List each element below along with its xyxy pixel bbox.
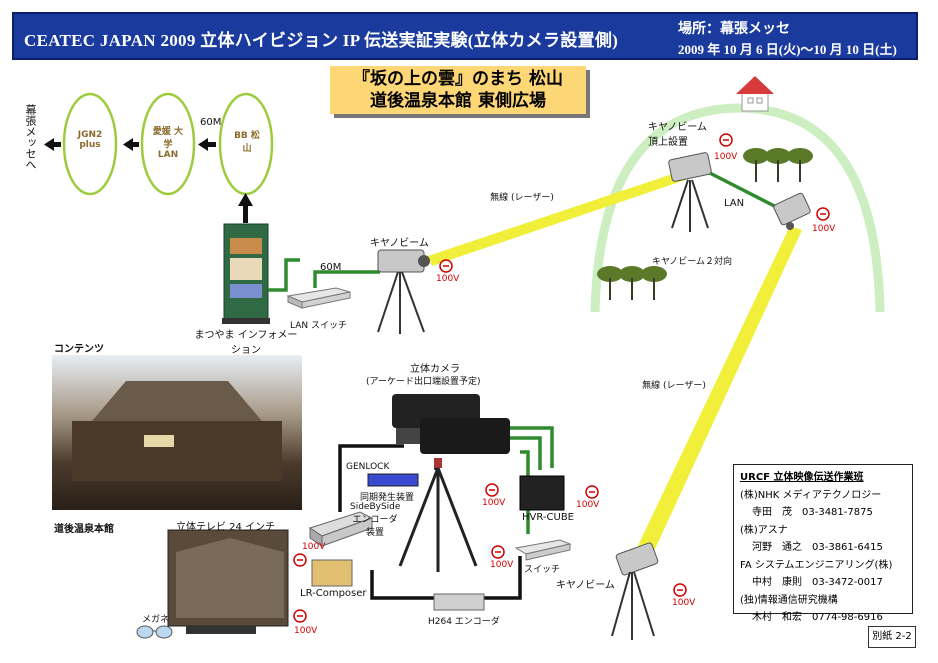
header-banner: CEATEC JAPAN 2009 立体ハイビジョン IP 伝送実証実験(立体カ… <box>12 12 918 60</box>
ehime-oval <box>140 92 196 196</box>
contacts-title: URCF 立体映像伝送作業班 <box>740 472 864 483</box>
venue-box: 『坂の上の雲』のまち 松山 道後温泉本館 東側広場 <box>330 66 586 114</box>
v100-g: 100V <box>302 542 326 552</box>
switch-label: スイッチ <box>524 565 561 575</box>
laser-beam-right <box>634 226 802 560</box>
contact-row: (株)NHK メディアテクノロジー <box>740 489 882 501</box>
location-text: 場所：幕張メッセ <box>678 22 790 37</box>
bb-label: BB 松山 <box>234 131 260 154</box>
page-title: CEATEC JAPAN 2009 立体ハイビジョン IP 伝送実証実験(立体カ… <box>24 31 619 50</box>
arrow-left-2 <box>198 138 216 151</box>
laser-beam-top <box>428 166 700 266</box>
contacts-box: URCF 立体映像伝送作業班 (株)NHK メディアテクノロジー 寺田 茂 03… <box>733 464 913 623</box>
link-60m-top: 60M <box>200 117 222 128</box>
canobeam-bottom-label: キヤノビーム <box>556 580 615 591</box>
lr-composer-device <box>311 559 353 587</box>
v100-f: 100V <box>490 560 514 570</box>
genlock-device <box>367 473 419 487</box>
house-icon <box>736 76 774 112</box>
glasses-label: メガネ <box>142 615 170 625</box>
wireless-laser-right: 無線 (レーザー) <box>642 381 706 391</box>
stereo-camera <box>392 394 510 572</box>
contact-row: 寺田 茂 03-3481-7875 <box>752 507 873 518</box>
contact-row: 木村 和宏 0774-98-6916 <box>752 612 883 623</box>
h264-encoder-device <box>433 593 485 611</box>
date-range: 2009 年 10 月 6 日(火)～10 月 10 日(土) <box>678 42 897 57</box>
contact-row: FA システムエンジニアリング(株) <box>740 559 893 571</box>
sync-gen-label: 同期発生装置 <box>360 493 415 503</box>
link-60m-mid: 60M <box>320 262 342 273</box>
canobeam-mid-label: キヤノビーム <box>370 238 429 249</box>
tv3d-label: 立体テレビ 24 インチ <box>176 522 276 533</box>
jgn2-label: JGN2 plus <box>77 130 103 150</box>
canobeam-right <box>773 192 811 230</box>
v100-i: 100V <box>672 598 696 608</box>
v100-d: 100V <box>576 500 600 510</box>
arrow-left-3 <box>44 138 61 151</box>
contact-row: (独)情報通信研究機構 <box>740 594 838 606</box>
canobeam-mid <box>377 249 430 334</box>
contents-label: コンテンツ <box>54 344 104 355</box>
hill-outline <box>590 103 885 313</box>
dogo-building-label: 道後温泉本館 <box>54 524 114 535</box>
ehime-label: 愛媛 大学 LAN <box>152 127 184 160</box>
h264-label: H264 エンコーダ <box>428 617 500 627</box>
jgn2-oval <box>62 92 118 196</box>
wireless-laser-top: 無線 (レーザー) <box>490 193 554 203</box>
arrow-left-1 <box>123 138 139 151</box>
tv-3d <box>167 529 289 634</box>
dogo-onsen-photo <box>52 355 302 510</box>
glasses-icon <box>136 625 173 639</box>
venue-line1: 『坂の上の雲』のまち 松山 <box>353 69 563 89</box>
sbs-encoder-label: SideBySide エンコーダ 装置 <box>350 502 401 538</box>
lan-switch <box>286 287 351 309</box>
contact-row: 河野 通之 03-3861-6415 <box>752 542 883 553</box>
hvr-cube-label: HVR-CUBE <box>522 512 574 523</box>
arrow-up <box>238 193 253 223</box>
tree-group-right <box>743 148 813 182</box>
annex-label: 別紙 2-2 <box>868 626 916 648</box>
power-plug-icons <box>293 133 830 623</box>
v100-h: 100V <box>294 626 318 636</box>
sbs-encoder <box>308 511 374 547</box>
stereo-cam-label: 立体カメラ <box>410 364 460 375</box>
canobeam-2dir-label: キヤノビーム２対向 <box>652 257 733 267</box>
canobeam-roof-label: キヤノビーム 頂上設置 <box>648 122 707 148</box>
contact-row: (株)アスナ <box>740 524 788 536</box>
v100-c: 100V <box>812 224 836 234</box>
lan-label: LAN <box>724 198 745 209</box>
v100-e: 100V <box>482 498 506 508</box>
v100-a: 100V <box>436 274 460 284</box>
contact-row: 中村 康則 03-3472-0017 <box>752 577 883 588</box>
info-kiosk-label: まつやま インフォメーション <box>194 330 298 356</box>
hvr-cube-device <box>519 475 565 511</box>
switch-device <box>514 539 572 561</box>
makuhari-label: 幕張メッセへ <box>24 104 37 170</box>
canobeam-bottom <box>611 542 659 640</box>
info-kiosk <box>222 223 270 324</box>
v100-b: 100V <box>714 152 738 162</box>
genlock-label: GENLOCK <box>346 462 390 472</box>
lan-switch-label: LAN スイッチ <box>290 321 347 331</box>
venue-line2: 道後温泉本館 東側広場 <box>370 91 546 111</box>
stereo-cam-note: (アーケード出口端設置予定) <box>366 377 481 387</box>
lr-composer-label: LR-Composer <box>300 588 367 599</box>
tree-group-left <box>597 266 667 300</box>
canobeam-roof <box>668 152 712 232</box>
